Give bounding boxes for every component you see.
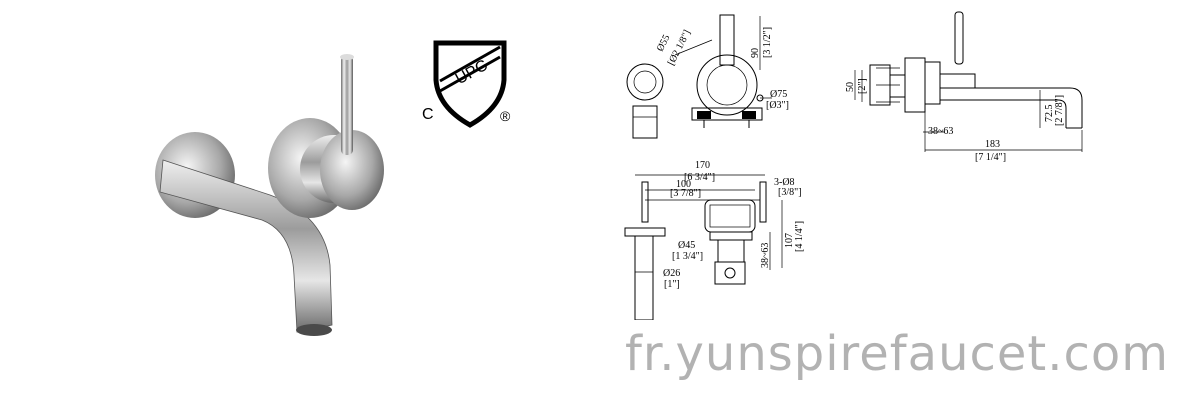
dim-front-d55-in: [Ø2 1/8"] <box>666 28 693 67</box>
dim-side-h50: 50 <box>845 82 856 92</box>
technical-drawing: Ø55 [Ø2 1/8"] 90 [3 1/2"] Ø75 [Ø3"] 50 [… <box>624 11 1083 320</box>
dim-plan-d107-in: [4 1/4"] <box>794 221 805 252</box>
dim-plan-w170: 170 <box>695 160 710 171</box>
side-view: 50 [2"] 72.5 [2 7/8"] 38~63 183 [7 1/4"] <box>845 11 1083 163</box>
dim-side-h72: 72.5 <box>1044 105 1055 123</box>
dim-front-d75-in: [Ø3"] <box>766 100 789 111</box>
website-watermark: fr.yunspirefaucet.com <box>625 326 1170 382</box>
dim-plan-w100-in: [3 7/8"] <box>670 188 701 199</box>
dim-plan-d26: Ø26 <box>663 268 680 279</box>
cupc-certification-logo: UPC C ® <box>422 40 511 128</box>
handle-lever <box>341 55 353 155</box>
dim-side-len183-in: [7 1/4"] <box>975 152 1006 163</box>
dim-front-d75: Ø75 <box>770 89 787 100</box>
dim-plan-w100: 100 <box>676 179 691 190</box>
dim-plan-holes: 3-Ø8 <box>774 177 795 188</box>
front-view: Ø55 [Ø2 1/8"] 90 [3 1/2"] Ø75 [Ø3"] <box>626 14 789 139</box>
dim-side-range: 38~63 <box>928 126 953 137</box>
dim-plan-w170-in: [6 3/4"] <box>684 172 715 183</box>
dim-plan-d45-in: [1 3/4"] <box>672 251 703 262</box>
dim-plan-holes-in: [3/8"] <box>778 187 802 198</box>
dim-front-h90-in: [3 1/2"] <box>762 27 773 58</box>
dim-plan-range: 38~63 <box>760 243 771 268</box>
dim-plan-d45: Ø45 <box>678 240 695 251</box>
shield-shape <box>433 40 507 128</box>
dim-front-d55: Ø55 <box>655 33 673 53</box>
faucet-product-image <box>155 54 384 336</box>
dim-side-len183: 183 <box>985 139 1000 150</box>
dim-plan-d107: 107 <box>784 233 795 248</box>
dim-plan-d26-in: [1"] <box>664 279 680 290</box>
dim-side-h72-in: [2 7/8"] <box>1054 95 1065 126</box>
c-letter: C <box>422 106 434 123</box>
registered-mark: ® <box>500 108 511 124</box>
dim-front-h90: 90 <box>750 48 761 58</box>
plan-view: 170 [6 3/4"] 100 [3 7/8"] 3-Ø8 [3/8"] Ø4… <box>624 160 805 320</box>
dim-side-h50-in: [2"] <box>857 78 868 94</box>
handle-cap <box>320 130 384 210</box>
spout-outlet <box>296 324 332 336</box>
